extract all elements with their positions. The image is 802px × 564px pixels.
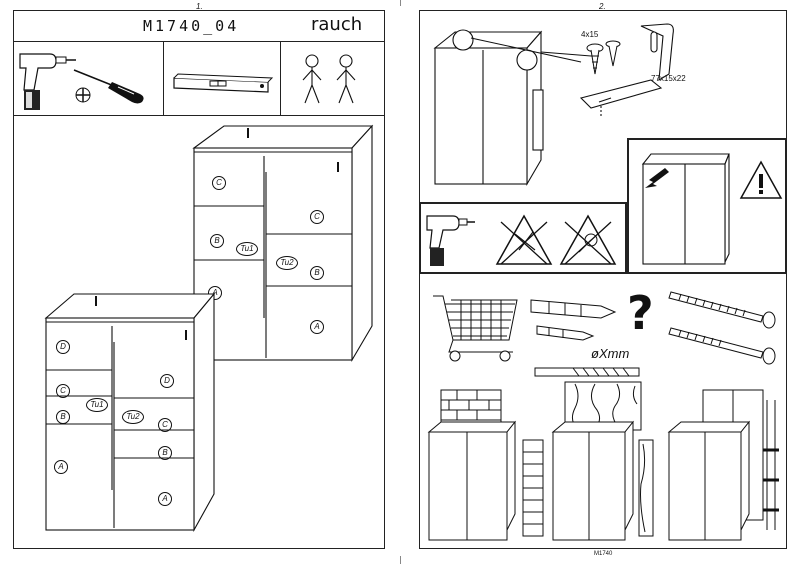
drywall-wardrobe bbox=[667, 389, 779, 541]
spirit-level-icon bbox=[173, 73, 274, 93]
drill-bit-icon bbox=[534, 367, 640, 377]
two-persons-icon bbox=[302, 54, 356, 104]
screw-icon bbox=[586, 40, 621, 75]
instruction-page-2: 2. 4x15 77x15x22 bbox=[401, 0, 802, 564]
door-label-b-left-2: B bbox=[56, 410, 70, 424]
tools-row bbox=[13, 41, 385, 116]
warning-triangle-icon bbox=[739, 160, 783, 199]
wall-plug-icon bbox=[530, 299, 617, 341]
screwdriver-icon bbox=[73, 69, 144, 104]
door-label-b-left: B bbox=[210, 234, 224, 248]
door-label-a-left: A bbox=[208, 286, 222, 300]
door-label-c-left-2: C bbox=[56, 384, 70, 398]
leader-lines bbox=[470, 37, 592, 63]
shopping-cart-icon bbox=[433, 295, 518, 362]
page-2-frame bbox=[419, 10, 787, 549]
question-mark: ? bbox=[627, 286, 654, 340]
door-label-a-left-2: A bbox=[54, 460, 68, 474]
bracket-size-label: 77x15x22 bbox=[651, 74, 686, 83]
prohibited-tools-box bbox=[419, 202, 627, 274]
cordless-drill-icon bbox=[19, 53, 76, 110]
wardrobe-tipping-diagram bbox=[641, 153, 730, 265]
page-number: 1. bbox=[196, 2, 203, 11]
door-label-c-left: C bbox=[212, 176, 226, 190]
tools-divider-2 bbox=[280, 41, 281, 116]
instruction-page-1: 1. M1740_04 rauch bbox=[13, 2, 385, 549]
door-label-d-left: D bbox=[56, 340, 70, 354]
door-label-b-right: B bbox=[310, 266, 324, 280]
page-number: 2. bbox=[599, 2, 606, 11]
screw-size-label: 4x15 bbox=[581, 30, 599, 39]
warning-box-large bbox=[627, 138, 787, 274]
wall-bracket-diagram bbox=[433, 29, 544, 187]
model-code: M1740_04 bbox=[143, 17, 240, 35]
page-divider-bottom bbox=[400, 556, 401, 564]
wood-wall-wardrobe bbox=[551, 381, 654, 541]
page-divider-top bbox=[400, 0, 401, 6]
angle-bracket-icon bbox=[579, 23, 674, 118]
tools-divider-1 bbox=[163, 41, 164, 116]
door-label-b-right-2: B bbox=[158, 446, 172, 460]
door-label-d-right: D bbox=[160, 374, 174, 388]
no-impact-triangle-icon bbox=[559, 214, 617, 265]
brand-logo: rauch bbox=[311, 14, 363, 35]
phillips-bit-icon bbox=[75, 87, 91, 103]
door-label-tu2-top: Tu2 bbox=[276, 256, 298, 270]
brick-wall-wardrobe bbox=[427, 389, 544, 541]
door-label-c-right-2: C bbox=[158, 418, 172, 432]
wood-screw-icon bbox=[668, 291, 776, 365]
door-label-tu2-bottom: Tu2 bbox=[122, 410, 144, 424]
no-hammer-triangle-icon bbox=[495, 214, 553, 265]
cordless-drill-icon bbox=[426, 215, 475, 266]
door-label-a-right: A bbox=[310, 320, 324, 334]
door-label-tu1-top: Tu1 bbox=[236, 242, 258, 256]
drill-diameter-label: øXmm bbox=[591, 346, 630, 361]
footer-code: M1740 bbox=[594, 551, 613, 557]
door-label-a-right-2: A bbox=[158, 492, 172, 506]
door-label-c-right: C bbox=[310, 210, 324, 224]
door-label-tu1-bottom: Tu1 bbox=[86, 398, 108, 412]
